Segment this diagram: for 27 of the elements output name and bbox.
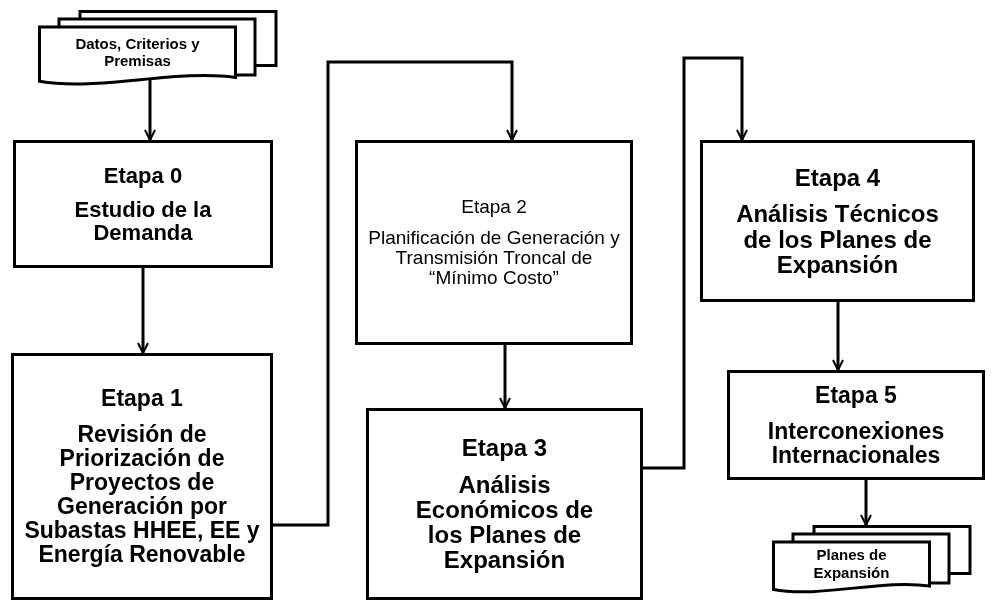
arrow [860,480,872,526]
document-label: Planes de Expansión [812,545,891,583]
stage-box [700,140,975,302]
stage-title: Etapa 4 [794,165,881,192]
stage-description: Interconexiones Internacionales [766,418,946,467]
arrow [499,345,511,409]
arrow [643,56,748,470]
stage-title: Etapa 1 [101,386,183,412]
stage-title: Etapa 3 [461,435,548,462]
stage-box [13,140,273,268]
stage-box [355,140,633,345]
document-label: Datos, Criterios y Premisas [74,33,201,71]
arrow [137,268,149,354]
stage-title: Etapa 5 [815,383,897,409]
arrow [144,79,156,141]
stage-title: Etapa 2 [461,197,527,219]
stage-description: Análisis Técnicos de los Planes de Expansión [735,201,940,277]
arrow [832,302,844,371]
stage-description: Planificación de Generación y Transmisión Troncal de “Mínimo Costo” [367,228,621,288]
stage-box [727,370,985,480]
stage-title: Etapa 0 [103,163,183,188]
stage-box [11,353,273,600]
stage-description: Revisión de Priorización de Proyectos de Generación por Subastas HHEE, EE y Energía Renovable [23,421,261,567]
stage-description: Análisis Económicos de los Planes de Expansión [414,471,595,573]
arrow [273,60,518,527]
stage-box [366,408,643,600]
stage-description: Estudio de la Demanda [73,198,213,245]
